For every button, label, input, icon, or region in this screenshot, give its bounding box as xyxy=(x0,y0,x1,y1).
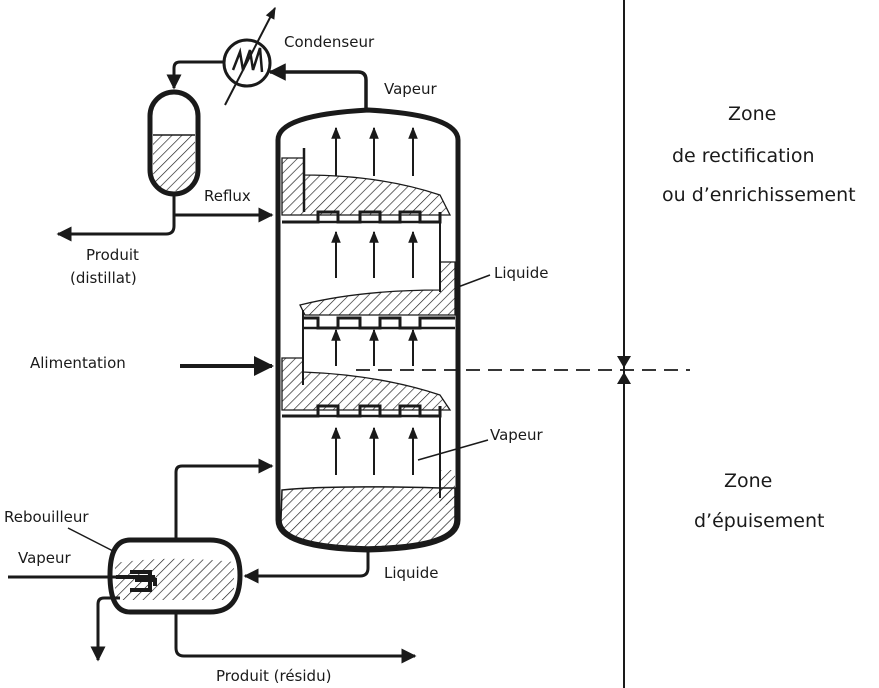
label-vapeur-steam: Vapeur xyxy=(18,549,72,567)
bottoms-liquid-line xyxy=(243,550,370,584)
condensate-out-line xyxy=(90,596,120,662)
condensate-line xyxy=(166,60,224,90)
label-liquide-mid: Liquide xyxy=(494,264,548,282)
label-liquide-bottom: Liquide xyxy=(384,564,438,582)
tray-3 xyxy=(281,357,455,505)
tray-1 xyxy=(281,148,452,292)
vapor-arrows xyxy=(331,126,418,475)
condenser xyxy=(222,6,276,106)
label-distillate-line2: (distillat) xyxy=(70,269,137,287)
zone-rectification-line3: ou d’enrichissement xyxy=(662,184,856,206)
distillate-line xyxy=(56,215,176,242)
leader-rebouilleur xyxy=(67,527,116,553)
label-rebouilleur: Rebouilleur xyxy=(4,508,89,526)
zone-rectification-line2: de rectification xyxy=(672,145,815,167)
reflux-drum xyxy=(147,89,201,197)
zone-boundary-marker xyxy=(617,356,631,384)
leader-vapeur xyxy=(417,439,489,461)
label-distillate-line1: Produit xyxy=(86,246,139,264)
label-alimentation: Alimentation xyxy=(30,354,126,372)
overhead-vapor-line xyxy=(268,63,368,110)
leader-liquide xyxy=(457,274,491,288)
label-reflux: Reflux xyxy=(204,187,251,205)
label-residue: Produit (résidu) xyxy=(216,667,331,685)
zone-rectification-line1: Zone xyxy=(728,103,776,125)
reboiler-vapor-return-line xyxy=(174,458,274,540)
zone-stripping-line1: Zone xyxy=(724,470,772,492)
label-vapeur-top: Vapeur xyxy=(384,80,438,98)
label-condenseur: Condenseur xyxy=(284,33,375,51)
residue-line xyxy=(174,614,417,664)
tray-2 xyxy=(299,261,456,385)
label-vapeur-mid: Vapeur xyxy=(490,426,544,444)
zone-stripping-line2: d’épuisement xyxy=(694,510,824,532)
distillation-column xyxy=(275,107,461,553)
reboiler xyxy=(107,537,243,615)
